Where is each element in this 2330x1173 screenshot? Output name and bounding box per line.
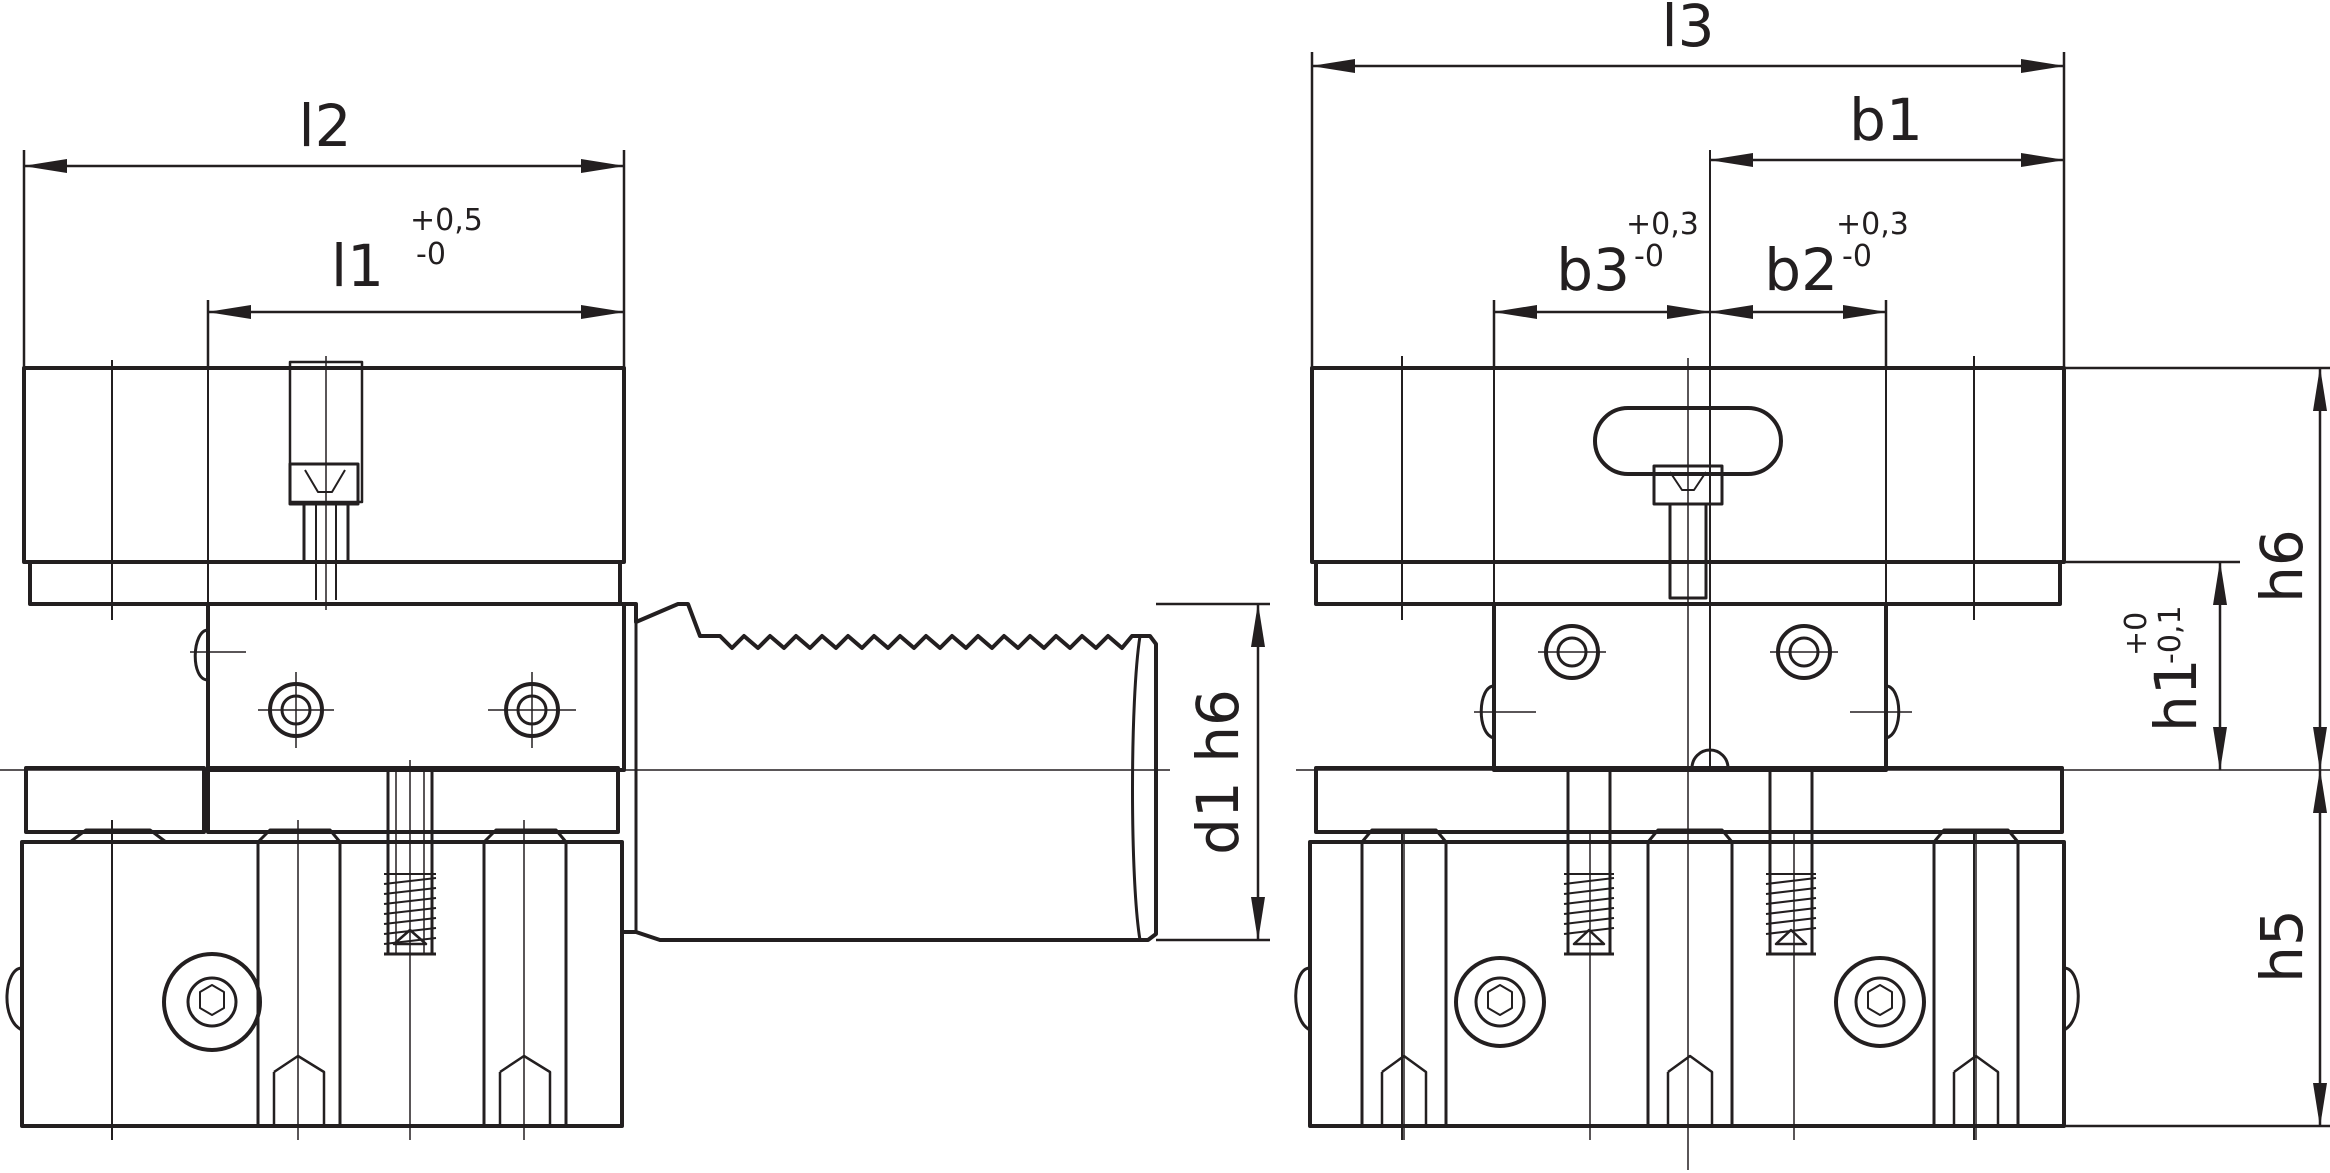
left-view: [0, 300, 1170, 1140]
label-b2: b2: [1764, 236, 1838, 304]
label-b2-tol-lower: -0: [1842, 239, 1872, 274]
label-l1-tol-upper: +0,5: [410, 203, 483, 238]
front-base-plate: [1314, 766, 2064, 834]
label-l2: l2: [298, 92, 351, 160]
label-b3: b3: [1556, 236, 1630, 304]
shank: [624, 602, 1158, 942]
front-middle-body: [1492, 602, 1888, 772]
top-clamp-lip: [28, 560, 622, 606]
dimension-labels: l2 l1 +0,5 -0 l3 b1 b3 +0,3 -0 b2 +0,3 -…: [298, 0, 2316, 983]
label-b2-tol-upper: +0,3: [1836, 207, 1909, 242]
front-bottom-body: [1308, 840, 2066, 1128]
label-h1-tol-lower: -0,1: [2153, 605, 2188, 664]
label-l3: l3: [1661, 0, 1714, 60]
clamp-screw-head: [288, 462, 360, 506]
right-view: [1294, 150, 2330, 1170]
base-strip: [24, 766, 206, 834]
dimension-lines: [22, 52, 2330, 1128]
label-b1: b1: [1849, 86, 1923, 154]
label-h1: h1: [2142, 658, 2210, 732]
label-h1-tol-upper: +0: [2119, 612, 2154, 656]
label-d1h6: d1 h6: [1184, 689, 1252, 855]
clamp-slot: [1593, 406, 1783, 476]
label-l1-tol-lower: -0: [416, 237, 446, 272]
label-l1: l1: [331, 232, 384, 300]
label-h6: h6: [2248, 529, 2316, 603]
middle-body: [206, 602, 626, 772]
label-b3-tol-upper: +0,3: [1626, 207, 1699, 242]
label-h5: h5: [2248, 909, 2316, 983]
label-b3-tol-lower: -0: [1634, 239, 1664, 274]
